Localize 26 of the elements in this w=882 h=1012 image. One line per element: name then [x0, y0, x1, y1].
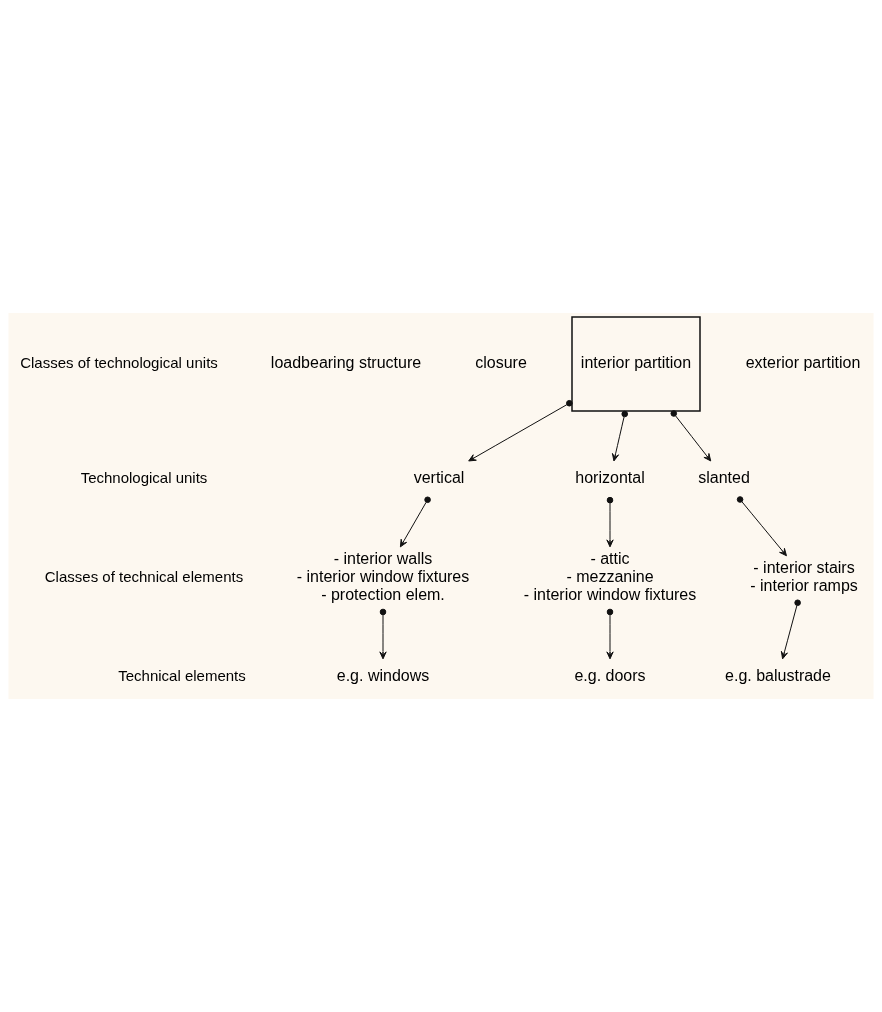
label: Technical elements	[118, 666, 246, 684]
node-text: horizontal	[575, 468, 645, 486]
arrow	[780, 599, 801, 660]
node-text: e.g. doors	[574, 666, 646, 684]
node-text: e.g. balustrade	[725, 666, 831, 684]
arrow	[399, 496, 431, 548]
arrow	[606, 608, 614, 660]
node-text: slanted	[698, 468, 750, 486]
node-box: interior partition	[571, 316, 701, 412]
arrow	[670, 410, 712, 462]
arrow	[611, 410, 628, 462]
arrow	[379, 608, 387, 660]
label: Classes of technological units	[20, 353, 218, 371]
node-text: e.g. windows	[336, 666, 430, 684]
arrow	[468, 399, 573, 462]
node-text: - interior walls - interior window fixtures - protection elem.	[296, 549, 470, 603]
label: Technological units	[80, 468, 208, 486]
node-text: loadbearing structure	[270, 353, 422, 371]
node-text: closure	[475, 353, 527, 371]
label: Classes of technical elements	[44, 567, 244, 585]
arrow	[606, 496, 614, 548]
node-text: exterior partition	[745, 353, 861, 371]
node-text: - interior stairs - interior ramps	[750, 558, 858, 594]
arrow	[736, 496, 787, 557]
node-text: vertical	[413, 468, 465, 486]
node-text: - attic - mezzanine - interior window fixtures	[523, 549, 697, 603]
